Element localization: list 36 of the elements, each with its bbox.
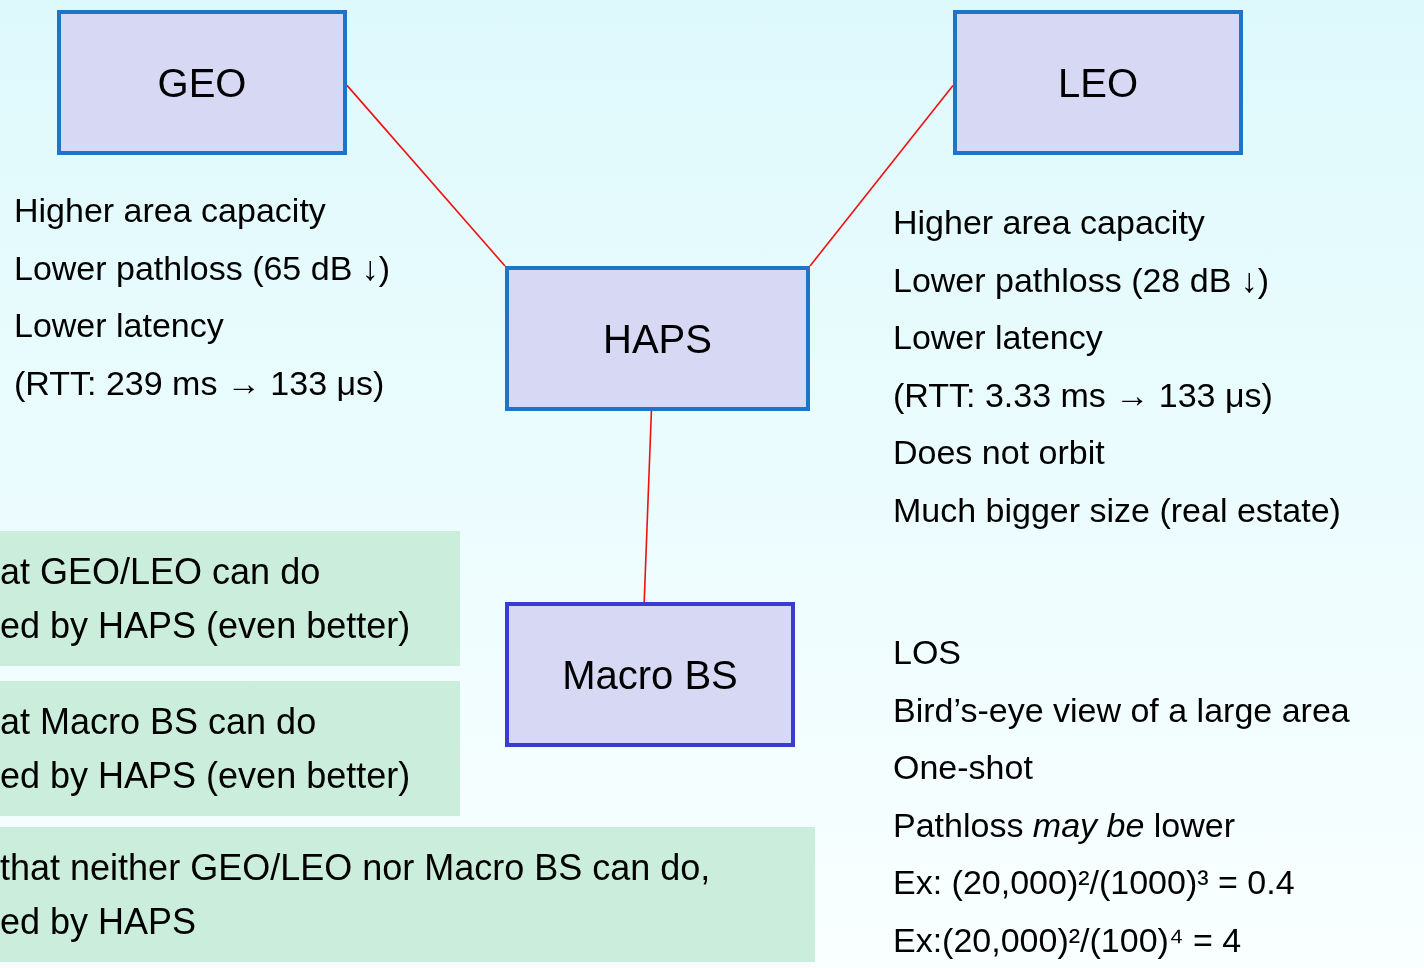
note-text: ed by HAPS (even better) xyxy=(0,753,411,798)
bullet-text: (RTT: 239 ms → 133 μs) xyxy=(14,362,385,404)
bullet-text: Pathloss may be lower xyxy=(893,804,1236,846)
connector-line xyxy=(809,84,954,267)
note-text: that neither GEO/LEO nor Macro BS can do, xyxy=(0,845,711,890)
box-title: Macro BS xyxy=(562,651,738,699)
connector-line xyxy=(643,410,653,603)
platform-box xyxy=(953,10,1243,155)
box-title: LEO xyxy=(1057,59,1138,107)
note-panel xyxy=(0,681,460,816)
bullet-text: Higher area capacity xyxy=(893,202,1205,243)
connector-line xyxy=(346,84,506,267)
bullet-text: Higher area capacity xyxy=(14,190,326,231)
note-text: at GEO/LEO can do xyxy=(0,549,321,594)
note-text: ed by HAPS xyxy=(0,899,197,944)
note-text: ed by HAPS (even better) xyxy=(0,603,411,648)
bullet-text: Ex:(20,000)²/(100)⁴ = 4 xyxy=(893,919,1242,961)
note-panel xyxy=(0,531,460,666)
bullet-text: Lower latency xyxy=(14,305,224,346)
bullet-text: LOS xyxy=(893,632,962,673)
bullet-text: Bird’s-eye view of a large area xyxy=(893,689,1350,731)
bullet-text: Lower pathloss (65 dB ↓) xyxy=(14,247,391,289)
bullet-text: Ex: (20,000)²/(1000)³ = 0.4 xyxy=(893,862,1295,903)
bullet-text: Much bigger size (real estate) xyxy=(893,489,1341,531)
platform-box xyxy=(505,266,810,411)
bullet-text: Does not orbit xyxy=(893,432,1105,473)
note-text: at Macro BS can do xyxy=(0,699,317,744)
platform-box xyxy=(57,10,347,155)
bullet-text: One-shot xyxy=(893,747,1033,788)
box-title: HAPS xyxy=(603,315,712,363)
bullet-text: (RTT: 3.33 ms → 133 μs) xyxy=(893,374,1273,416)
bullet-text: Lower pathloss (28 dB ↓) xyxy=(893,259,1270,301)
box-title: GEO xyxy=(157,59,247,107)
bullet-text: Lower latency xyxy=(893,317,1103,358)
base-station-box xyxy=(505,602,795,747)
note-panel xyxy=(0,827,815,962)
